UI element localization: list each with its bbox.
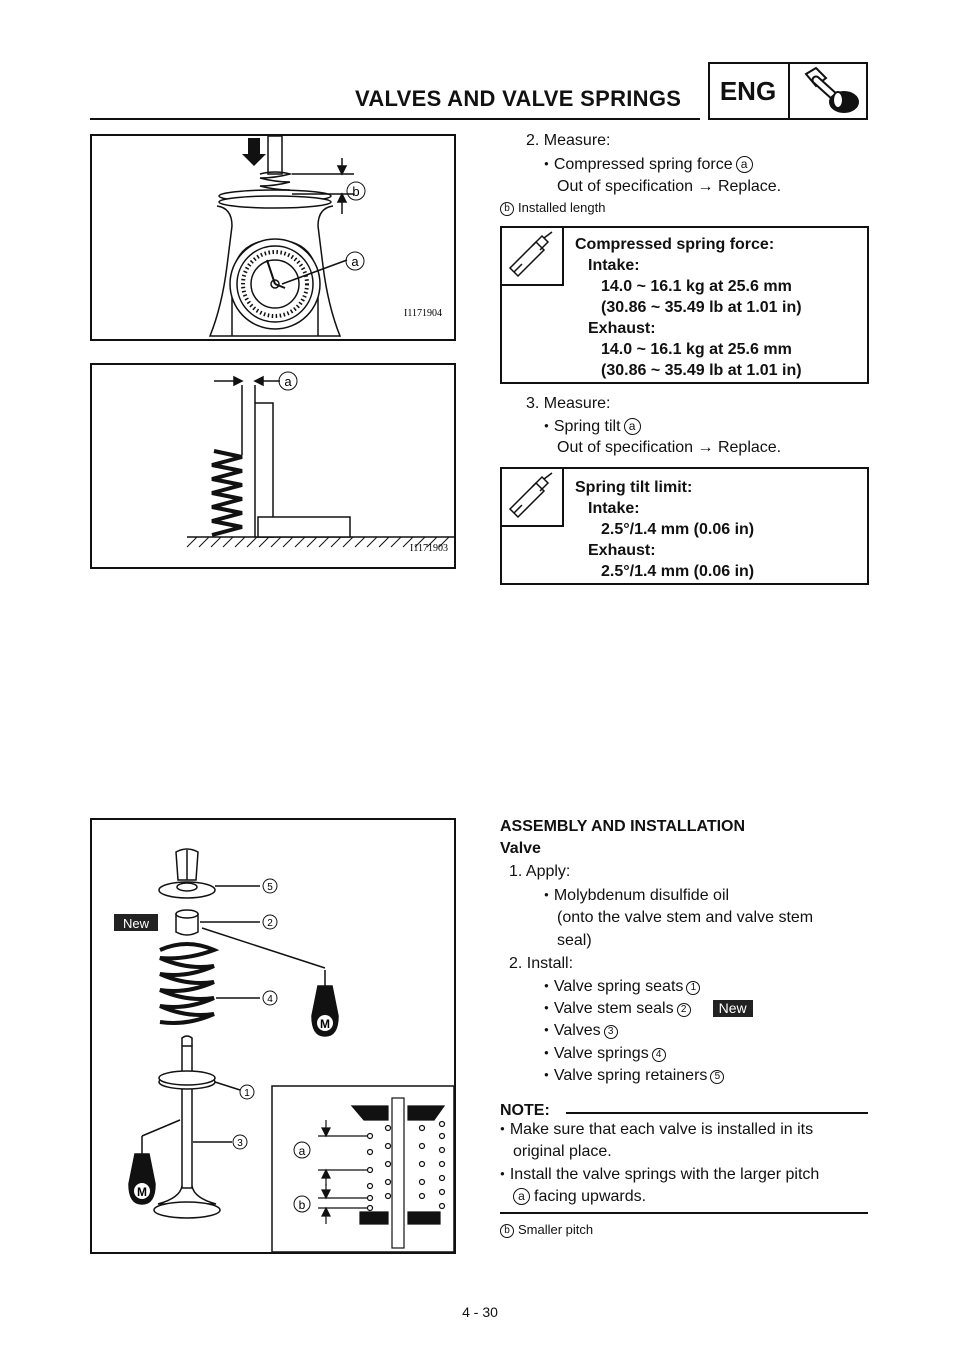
note-text: facing upwards. <box>534 1188 647 1205</box>
new-tag: New <box>712 1000 753 1017</box>
spec2-exhaust: Exhaust: <box>588 542 656 559</box>
step-1-apply: 1. Apply: <box>509 863 571 880</box>
header-rule <box>90 118 700 120</box>
note-text: Make sure that each valve is installed i… <box>509 1121 814 1138</box>
fig3-label-a: a <box>299 1144 306 1158</box>
install-item-label: Valve stem seals <box>553 1000 674 1017</box>
fig3-callout-2: 2 <box>267 918 273 929</box>
spec-box-spring-tilt: Spring tilt limit: Intake: 2.5°/1.4 mm (… <box>500 467 869 585</box>
fig3-new-tag: New <box>123 916 150 931</box>
note-text: Install the valve springs with the large… <box>509 1166 820 1183</box>
note-rule-top <box>566 1112 868 1114</box>
assembly-subheading: Valve <box>500 840 541 857</box>
install-item-label: Valve spring seats <box>553 978 684 995</box>
spring-tilt-label: Spring tilt <box>553 418 621 435</box>
step-2-install: 2. Install: <box>509 955 574 972</box>
install-item-label: Valve springs <box>553 1045 649 1062</box>
ref-b: b <box>500 202 514 216</box>
fig1-label-a: a <box>351 254 359 269</box>
fig2-code: I1171903 <box>410 543 448 554</box>
caliper-icon <box>508 231 553 278</box>
fig1-label-b: b <box>352 184 359 199</box>
spec1-intake-value-imperial: (30.86 ~ 35.49 lb at 1.01 in) <box>601 299 802 316</box>
fig3-callout-5: 5 <box>267 882 273 893</box>
note-1-line2: original place. <box>513 1143 612 1160</box>
note-title: NOTE: <box>500 1102 550 1119</box>
spec2-intake-value: 2.5°/1.4 mm (0.06 in) <box>601 521 755 538</box>
caliper-icon-cell <box>502 228 564 286</box>
spring-tilt-illustration: a I1171903 <box>186 371 454 554</box>
spec-box-compressed-force: Compressed spring force: Intake: 14.0 ~ … <box>500 226 869 384</box>
caliper-icon <box>508 472 553 519</box>
ref-a: a <box>623 417 641 435</box>
spec1-exhaust-value: 14.0 ~ 16.1 kg at 25.6 mm <box>601 341 792 358</box>
badge-divider <box>788 62 790 120</box>
apply-note-line1: (onto the valve stem and valve stem <box>557 909 814 926</box>
ref-2: 2 <box>676 1003 691 1017</box>
ref-1: 1 <box>686 981 701 995</box>
valve-assembly-illustration: M M New 5 2 4 1 3 <box>114 848 455 1253</box>
spec2-intake: Intake: <box>588 500 640 517</box>
fig3-callout-4: 4 <box>267 994 273 1005</box>
figure-spring-tilt: a I1171903 <box>90 363 456 569</box>
out-of-spec-text: Out of specification → Replace. <box>557 178 782 195</box>
installed-length-note: b Installed length <box>500 200 605 216</box>
installed-length-label: Installed length <box>518 200 606 215</box>
spec1-heading: Compressed spring force: <box>575 236 775 253</box>
ref-a: a <box>735 155 753 173</box>
ref-b: b <box>500 1224 514 1238</box>
spec2-exhaust-value: 2.5°/1.4 mm (0.06 in) <box>601 563 755 580</box>
fig3-label-b: b <box>299 1198 306 1212</box>
out-of-spec-text-2: Out of specification → Replace. <box>557 439 782 456</box>
note-1-line1: Make sure that each valve is installed i… <box>500 1118 813 1141</box>
section-badge: ENG <box>719 75 777 106</box>
assembly-heading: ASSEMBLY AND INSTALLATION <box>500 818 746 835</box>
spec1-intake-value: 14.0 ~ 16.1 kg at 25.6 mm <box>601 278 792 295</box>
engine-bolt-icon <box>804 66 859 113</box>
ref-5: 5 <box>710 1070 725 1084</box>
fig1-code: I1171904 <box>404 308 442 319</box>
figure-valve-assembly: M M New 5 2 4 1 3 <box>90 818 456 1254</box>
ref-a: a <box>513 1187 530 1205</box>
page-title: VALVES AND VALVE SPRINGS <box>355 86 682 111</box>
fig3-label-m2: M <box>137 1185 147 1199</box>
fig3-label-m1: M <box>320 1017 330 1031</box>
spec2-heading: Spring tilt limit: <box>575 479 693 496</box>
spring-tester-illustration: b a I1171904 <box>208 135 442 337</box>
note-2-line1: Install the valve springs with the large… <box>500 1163 819 1186</box>
caliper-icon-cell <box>502 469 564 527</box>
measure-item-label: Compressed spring force <box>553 156 733 173</box>
fig2-label-a: a <box>284 374 292 389</box>
spec1-exhaust: Exhaust: <box>588 320 656 337</box>
ref-4: 4 <box>651 1048 666 1062</box>
footnote-text: Smaller pitch <box>518 1222 594 1237</box>
fig3-callout-3: 3 <box>237 1138 243 1149</box>
ref-3: 3 <box>603 1025 618 1039</box>
step-2-measure: 2. Measure: <box>526 132 611 149</box>
page-number: 4 - 30 <box>462 1304 498 1320</box>
apply-item-label: Molybdenum disulfide oil <box>553 887 730 904</box>
spec1-intake: Intake: <box>588 257 640 274</box>
smaller-pitch-note: b Smaller pitch <box>500 1222 593 1238</box>
spec1-exhaust-value-imperial: (30.86 ~ 35.49 lb at 1.01 in) <box>601 362 802 379</box>
apply-note-line2: seal) <box>557 932 592 949</box>
note-rule-bottom <box>500 1212 868 1214</box>
install-item-label: Valves <box>553 1022 601 1039</box>
figure-spring-tester: b a I1171904 <box>90 134 456 341</box>
apply-item: Molybdenum disulfide oil <box>544 884 729 907</box>
install-item-label: Valve spring retainers <box>553 1067 708 1084</box>
fig3-callout-1: 1 <box>244 1088 250 1099</box>
step-3-measure: 3. Measure: <box>526 395 611 412</box>
